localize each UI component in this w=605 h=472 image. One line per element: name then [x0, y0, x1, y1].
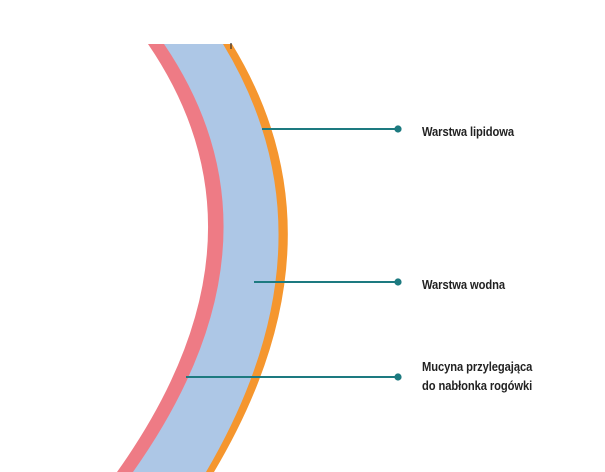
lipid-leader-dot: [394, 125, 402, 133]
aqueous-layer-band: [132, 44, 279, 472]
lipid-layer-label: Warstwa lipidowa: [422, 124, 515, 139]
mucin-leader-dot: [394, 373, 402, 381]
mucin-layer-band: [117, 44, 224, 472]
aqueous-leader-dot: [394, 278, 402, 286]
aqueous-layer-label: Warstwa wodna: [422, 277, 505, 292]
mucin-layer-label-line-1: Mucyna przylegająca: [422, 359, 533, 374]
mucin-layer-label-line-2: do nabłonka rogówki: [422, 378, 533, 393]
mucin-layer-label: Mucyna przylegająca do nabłonka rogówki: [422, 357, 532, 395]
